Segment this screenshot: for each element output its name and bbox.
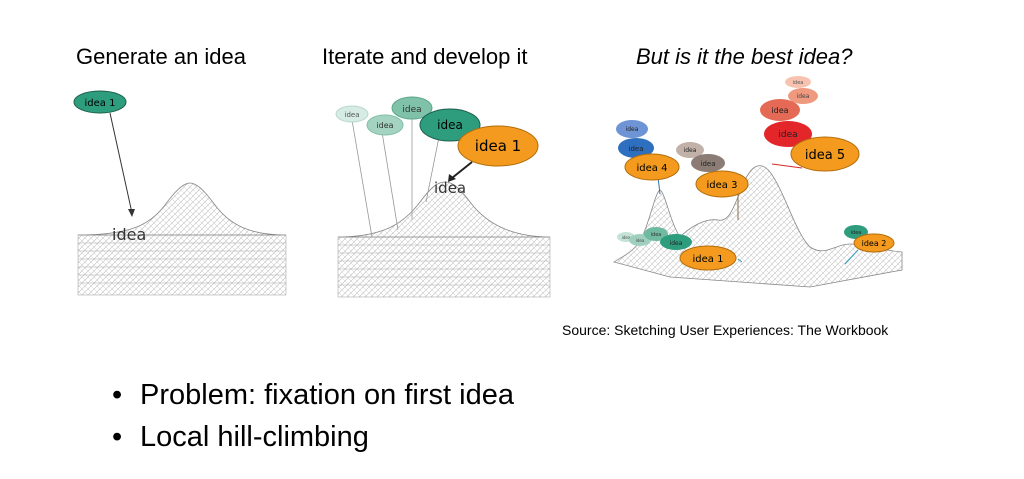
idea5-trail-4-label: idea — [778, 130, 797, 140]
idea-bubble-faint — [335, 105, 369, 123]
panel-generate-idea: idea 1 idea — [73, 90, 287, 296]
idea-bubble-light — [366, 114, 404, 136]
idea1-trail-4 — [660, 234, 692, 250]
idea-bubble-label: idea 1 — [85, 98, 116, 109]
idea1-trail-4-label: idea — [670, 240, 683, 247]
idea-bubble — [73, 90, 127, 114]
idea4-trail-2-label: idea — [629, 145, 644, 153]
idea4-bubble — [624, 153, 680, 181]
idea-bubble-green — [419, 108, 481, 142]
idea5-trail-4 — [764, 121, 812, 147]
idea-bubble-green-label: idea — [437, 118, 463, 132]
idea4-label: idea 4 — [637, 163, 668, 174]
idea5-label: idea 5 — [805, 148, 845, 163]
surface-label: idea — [434, 179, 466, 197]
surface-peak — [337, 181, 551, 238]
idea-bubble-orange — [457, 125, 539, 167]
connectors — [657, 163, 859, 265]
surface-base — [337, 236, 551, 298]
heading-best-idea: But is it the best idea? — [636, 44, 853, 69]
surface-peak — [77, 182, 287, 236]
idea5-trail-1-label: idea — [793, 80, 804, 86]
idea-bubble-faint-label: idea — [345, 111, 360, 119]
surface-lines — [338, 244, 550, 286]
idea4-trail-2 — [618, 138, 654, 158]
idea1-trail-2-label: idea — [636, 238, 645, 243]
idea2-trail-1-label: idea — [851, 230, 862, 236]
trail-lines — [351, 114, 441, 238]
idea3-bubble — [695, 170, 749, 198]
idea1-trail-1-label: idea — [622, 235, 631, 240]
idea5-trail-2-label: idea — [797, 93, 810, 100]
surface-lines — [78, 242, 286, 284]
arrow — [109, 112, 133, 214]
bullet-list: Problem: fixation on first idea Local hi… — [112, 374, 514, 458]
source-caption: Source: Sketching User Experiences: The … — [562, 322, 889, 338]
idea1-bubble — [679, 245, 737, 271]
panel-best-idea: idea idea idea idea idea 5 idea idea ide… — [613, 76, 903, 288]
surface-base — [77, 234, 287, 296]
arrow-head — [448, 174, 456, 182]
heading-iterate: Iterate and develop it — [322, 44, 528, 69]
idea5-trail-3 — [760, 99, 800, 121]
arrow-head — [128, 209, 135, 217]
idea5-trail-3-label: idea — [771, 106, 788, 115]
idea1-trail-3 — [644, 227, 668, 241]
idea4-trail-1-label: idea — [626, 126, 639, 133]
idea-bubble-mid-label: idea — [402, 105, 421, 115]
idea5-bubble — [790, 136, 860, 172]
idea-bubble-mid — [391, 96, 433, 120]
idea-bubble-light-label: idea — [376, 121, 393, 130]
idea2-label: idea 2 — [862, 239, 887, 248]
idea1-label: idea 1 — [693, 254, 724, 265]
idea3-trail-1 — [676, 142, 704, 158]
bullet-item: Local hill-climbing — [112, 416, 514, 458]
bullet-item: Problem: fixation on first idea — [112, 374, 514, 416]
idea3-label: idea 3 — [707, 180, 738, 191]
idea3-trail-1-label: idea — [684, 147, 697, 154]
idea3-trail-2-label: idea — [701, 160, 716, 168]
idea2-bubble — [853, 233, 895, 253]
idea5-trail-1 — [785, 76, 811, 88]
arrow — [451, 161, 473, 179]
panel-iterate: idea idea idea idea idea 1 idea — [335, 96, 551, 298]
idea1-trail-3-label: idea — [651, 232, 662, 238]
surface-label: idea — [112, 225, 146, 244]
idea-bubble-orange-label: idea 1 — [475, 137, 521, 155]
heading-generate: Generate an idea — [76, 44, 247, 69]
idea5-trail-2 — [788, 88, 818, 104]
idea3-trail-2 — [691, 154, 725, 172]
idea4-trail-1 — [616, 120, 648, 138]
